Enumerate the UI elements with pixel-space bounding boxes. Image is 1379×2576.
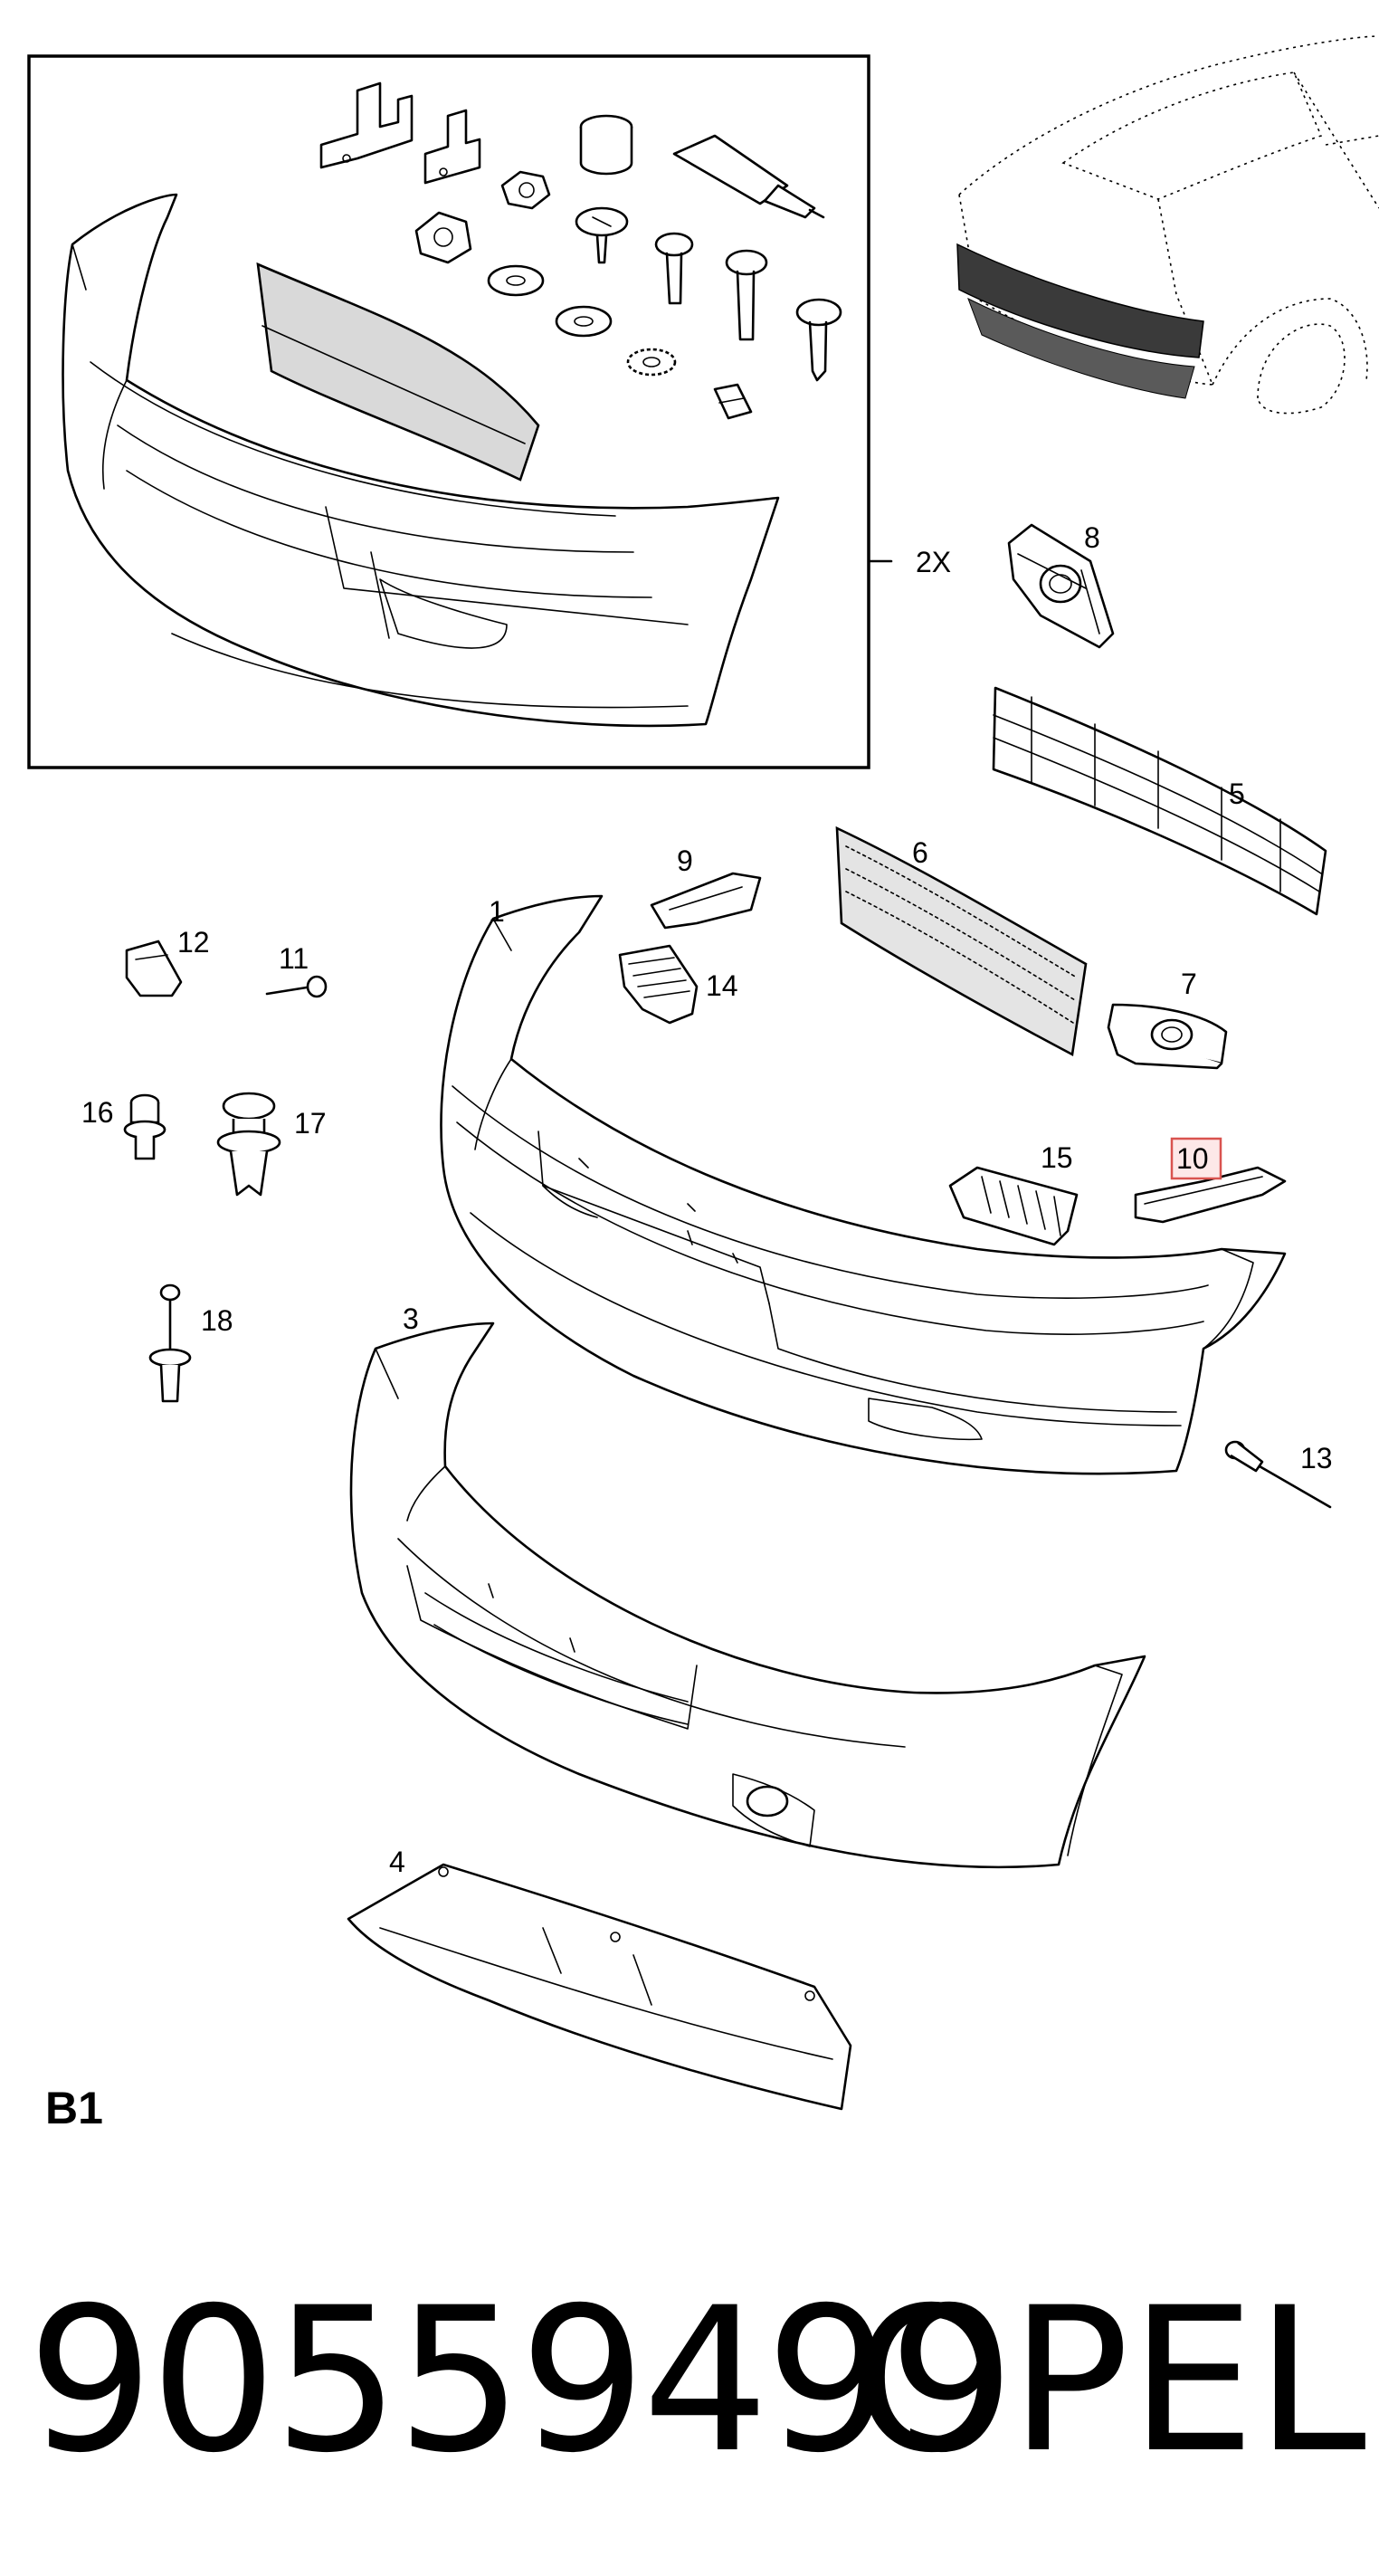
fastener-kit-box: 2X: [27, 54, 951, 769]
part-3-bumper-cover-lower: 3: [349, 1302, 1146, 1869]
part-9-bracket: 9: [650, 844, 762, 930]
part-11-screw: 11: [265, 942, 328, 998]
part-6-mesh-insert: 6: [835, 825, 1088, 1057]
part-14-guide: 14: [618, 944, 738, 1025]
section-label: B1: [45, 2083, 103, 2133]
callout-16: 16: [81, 1096, 114, 1129]
callout-4: 4: [389, 1846, 405, 1878]
callout-7: 7: [1181, 968, 1197, 1000]
part-13-blind-rivet: 13: [1224, 1440, 1333, 1509]
part-18-rivet: 18: [148, 1283, 233, 1403]
kit-fasteners: [319, 81, 842, 420]
callout-6: 6: [912, 836, 928, 869]
brand-name: OPEL: [852, 2265, 1366, 2496]
callout-5: 5: [1229, 778, 1245, 810]
part-7-fog-lamp-cover-right: 7: [1107, 968, 1228, 1070]
callout-14: 14: [706, 969, 738, 1002]
kit-bumper-drawing: [62, 193, 780, 728]
callout-18: 18: [201, 1304, 233, 1337]
callout-13: 13: [1300, 1442, 1333, 1474]
callout-8: 8: [1084, 521, 1100, 554]
part-5-lower-grille: 5: [992, 686, 1327, 916]
part-8-fog-lamp-cover-left: 8: [1007, 521, 1115, 649]
callout-9: 9: [677, 844, 693, 877]
callout-17: 17: [294, 1107, 327, 1140]
vehicle-locator-drawing: [956, 35, 1379, 415]
callout-10: 10: [1176, 1142, 1209, 1175]
callout-12: 12: [177, 926, 210, 959]
highlight-box: [1170, 1137, 1222, 1180]
part-12-clip-nut: 12: [125, 926, 210, 997]
part-1-bumper-cover: 1: [440, 894, 1287, 1475]
part-number: 90559499: [27, 2265, 1015, 2496]
callout-3: 3: [403, 1302, 419, 1335]
kit-mesh-grille: [256, 262, 540, 482]
part-10-bracket-highlighted: 10: [1134, 1137, 1287, 1224]
part-4-undertray: 4: [347, 1846, 852, 2111]
callout-11: 11: [279, 942, 309, 975]
part-16-push-pin: 16: [81, 1093, 166, 1160]
part-17-push-clip: 17: [216, 1092, 327, 1197]
callout-1: 1: [489, 895, 505, 928]
part-15-guide: 15: [948, 1141, 1079, 1246]
callout-15: 15: [1041, 1141, 1073, 1174]
callout-2x: 2X: [916, 546, 951, 578]
